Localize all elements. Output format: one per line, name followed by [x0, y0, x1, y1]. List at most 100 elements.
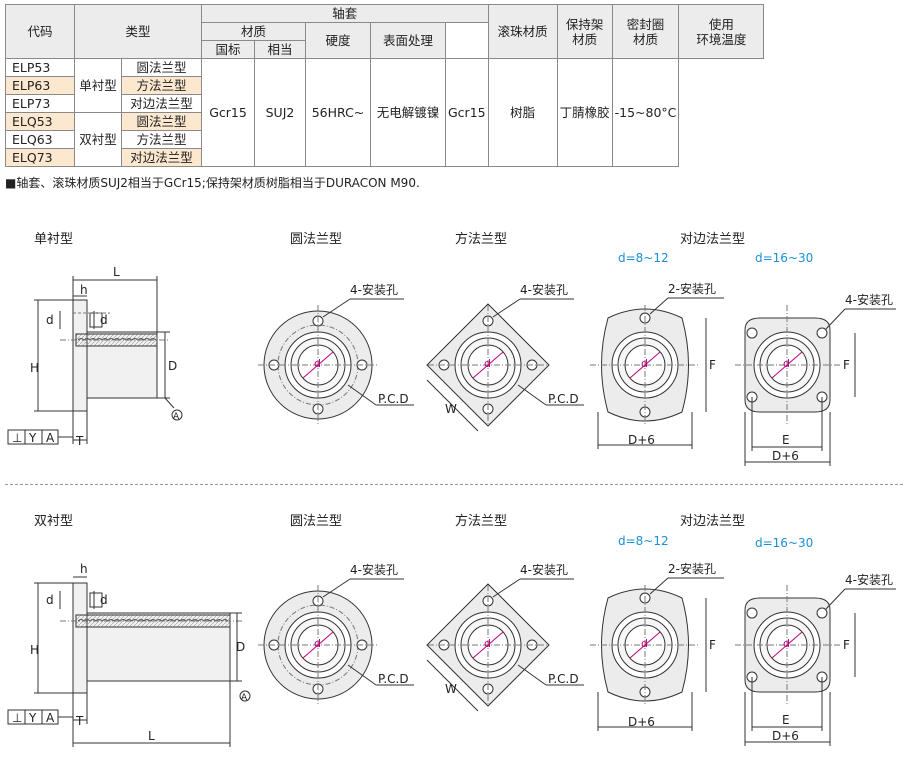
- round-flange-drawing-2: [258, 578, 414, 705]
- col-hardness: 硬度: [305, 22, 371, 59]
- col-seal: 密封圈材质: [611, 4, 680, 59]
- single-type-title: 单衬型: [34, 232, 74, 247]
- square-flange-drawing: [426, 298, 584, 432]
- dim-L: L: [113, 265, 120, 279]
- col-ball: 滚珠材质: [487, 4, 558, 59]
- d-range-large-2: d=16~30: [755, 536, 814, 550]
- tol-Y: Y: [28, 711, 37, 725]
- square-flange-drawing-2: [426, 578, 584, 712]
- d-range-large: d=16~30: [755, 251, 814, 265]
- type-double: 双衬型: [74, 112, 122, 167]
- dim-E-2: E: [782, 713, 790, 727]
- dim-W: W: [445, 402, 457, 416]
- holes-label: 4-安装孔: [520, 282, 568, 297]
- val-surface: 无电解镀镍: [370, 58, 446, 167]
- dim-D: D: [168, 359, 177, 373]
- dim-D6-2: D+6: [628, 715, 655, 729]
- dia-d: d: [314, 357, 321, 370]
- round-flange-title: 圆法兰型: [290, 232, 343, 247]
- perp-symbol: ⊥: [12, 711, 22, 725]
- datum-A: A: [173, 412, 180, 422]
- val-seal: 丁腈橡胶: [556, 58, 613, 167]
- round-flange-drawing: [258, 298, 414, 425]
- val-standard: Gcr15: [201, 58, 255, 167]
- d-range-small-2: d=8~12: [618, 534, 669, 548]
- val-equivalent: SUJ2: [254, 58, 306, 167]
- two-side-small-labels: 2-安装孔 F D+6 d 2-安装孔 F D+6 d: [628, 281, 716, 729]
- dia-d: d: [484, 357, 491, 370]
- two-side-flange-large: [735, 305, 896, 466]
- datum-A: A: [241, 693, 248, 703]
- dim-F-2: F: [843, 638, 850, 652]
- holes-label: 2-安装孔: [668, 281, 716, 296]
- two-side-flange-title-2: 对边法兰型: [680, 514, 746, 529]
- pcd-label-2: P.C.D: [378, 672, 409, 686]
- col-equivalent: 相当: [254, 40, 306, 59]
- row-flange: 方法兰型: [121, 130, 202, 149]
- dim-H: H: [30, 361, 39, 375]
- dim-D6: D+6: [628, 433, 655, 447]
- dim-W-2: W: [445, 682, 457, 696]
- dim-h: h: [80, 283, 88, 297]
- tol-A: A: [46, 431, 55, 445]
- dim-D: D: [236, 640, 245, 654]
- dim-d1: d: [46, 593, 54, 607]
- holes-label-2: 4-安装孔: [845, 572, 893, 587]
- row-flange: 圆法兰型: [121, 58, 202, 77]
- pcd-label: P.C.D: [378, 392, 409, 406]
- spec-table: 代码 类型 轴套 滚珠材质 保持架材质 密封圈材质 使用环境温度 材质 硬度 表…: [5, 4, 765, 167]
- double-type-title: 双衬型: [34, 514, 74, 529]
- dim-F-2: F: [709, 638, 716, 652]
- two-side-flange-small-2: [590, 577, 724, 731]
- dim-d2: d: [100, 593, 108, 607]
- holes-label-2: 4-安装孔: [520, 562, 568, 577]
- double-side-labels: h H D d d T L A ⊥ Y A: [12, 562, 248, 743]
- two-side-flange-title: 对边法兰型: [680, 232, 746, 247]
- d-range-small: d=8~12: [618, 251, 669, 265]
- round-flange-labels: 4-安装孔 P.C.D d 4-安装孔 P.C.D d: [314, 282, 409, 686]
- square-flange-title: 方法兰型: [455, 232, 508, 247]
- val-cage: 树脂: [487, 58, 558, 167]
- dim-h: h: [80, 562, 88, 576]
- single-side-labels: L h H D d d T A ⊥ Y A: [12, 265, 180, 448]
- row-code: ELP73: [5, 94, 75, 113]
- dia-d: d: [783, 357, 790, 370]
- col-temp: 使用环境温度: [678, 4, 765, 59]
- material-note: ■轴套、滚珠材质SUJ2相当于GCr15;保持架材质树脂相当于DURACON M…: [5, 176, 420, 190]
- two-side-flange-large-2: [735, 585, 896, 746]
- square-flange-title-2: 方法兰型: [455, 514, 508, 529]
- type-single: 单衬型: [74, 58, 122, 113]
- col-material: 材质: [201, 22, 306, 41]
- col-cage: 保持架材质: [556, 4, 613, 59]
- dia-d-2: d: [783, 637, 790, 650]
- dia-d-2: d: [641, 637, 648, 650]
- row-flange: 对边法兰型: [121, 148, 202, 167]
- dim-d2: d: [100, 313, 108, 327]
- double-side-view: [7, 576, 251, 747]
- dim-T: T: [75, 434, 84, 448]
- section-divider: [5, 484, 903, 485]
- two-side-large-labels: 4-安装孔 F E D+6 d 4-安装孔 F E D+6 d: [772, 292, 893, 743]
- dim-H: H: [30, 643, 39, 657]
- tol-Y: Y: [28, 431, 37, 445]
- col-surface: 表面处理: [370, 22, 446, 59]
- col-sleeve: 轴套: [201, 4, 489, 23]
- perp-symbol: ⊥: [12, 431, 22, 445]
- dim-F: F: [843, 358, 850, 372]
- square-flange-labels: 4-安装孔 P.C.D W d 4-安装孔 P.C.D W d: [445, 282, 579, 696]
- tol-A: A: [46, 711, 55, 725]
- dim-F: F: [709, 358, 716, 372]
- pcd-label: P.C.D: [548, 392, 579, 406]
- holes-label-2: 2-安装孔: [668, 561, 716, 576]
- holes-label: 4-安装孔: [350, 282, 398, 297]
- dia-d-2: d: [314, 637, 321, 650]
- dim-T: T: [75, 714, 84, 728]
- dim-L: L: [148, 729, 155, 743]
- dia-d: d: [641, 357, 648, 370]
- val-temp: -15~80°C: [611, 58, 680, 167]
- two-side-flange-small: [590, 297, 724, 449]
- row-flange: 方法兰型: [121, 76, 202, 95]
- holes-label: 4-安装孔: [845, 292, 893, 307]
- row-code: ELQ73: [5, 148, 75, 167]
